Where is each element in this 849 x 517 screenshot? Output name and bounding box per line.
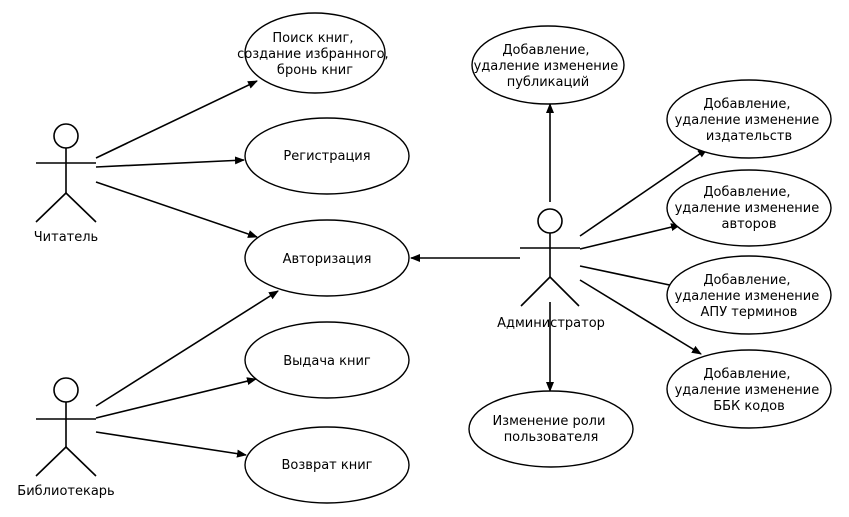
actor-librarian: Библиотекарь [17,377,115,499]
usecase-bbk-label: Добавление, удаление изменение ББК кодов [675,367,824,414]
usecase-registration-label: Регистрация [283,149,370,164]
arrow-admin-bbk [579,279,702,355]
actor-reader-label: Читатель [34,230,98,245]
arrow-reader-search [95,80,258,159]
usecase-role-label: Изменение роли пользователя [492,414,609,445]
actor-reader-head [53,123,79,149]
arrow-reader-authorization [95,181,258,238]
associations [95,80,708,458]
actor-reader: Читатель [34,123,98,245]
usecase-issue: Выдача книг [244,321,410,399]
arrow-librarian-authorization [95,290,279,407]
arrow-admin-authors [579,223,681,250]
usecase-authorization-label: Авторизация [283,252,372,267]
actor-admin-head [537,208,563,234]
arrow-librarian-return [95,431,247,458]
actor-admin-label: Администратор [497,316,605,331]
usecase-publishers: Добавление, удаление изменение издательс… [666,79,832,159]
usecase-registration: Регистрация [244,117,410,195]
usecase-bbk: Добавление, удаление изменение ББК кодов [666,349,832,429]
usecase-return-label: Возврат книг [282,458,373,473]
arrow-admin-apu [579,265,680,290]
usecase-authorization: Авторизация [244,219,410,297]
arrow-admin-publishers [579,148,708,237]
usecase-publications-label: Добавление, удаление изменение публикаци… [474,43,623,90]
actor-librarian-label: Библиотекарь [17,484,114,499]
usecase-role: Изменение роли пользователя [468,390,634,468]
usecase-publishers-label: Добавление, удаление изменение издательс… [675,97,824,144]
usecase-authors-label: Добавление, удаление изменение авторов [675,185,824,232]
actor-admin: Администратор [497,208,605,331]
usecase-apu: Добавление, удаление изменение АПУ терми… [666,255,832,335]
usecase-authors: Добавление, удаление изменение авторов [666,169,832,247]
arrow-reader-registration [95,156,245,168]
usecase-publications: Добавление, удаление изменение публикаци… [471,25,625,105]
usecase-apu-label: Добавление, удаление изменение АПУ терми… [675,273,824,320]
arrow-librarian-issue [95,377,257,419]
usecase-search-label: Поиск книг, создание избранного, бронь к… [237,31,393,78]
usecase-return: Возврат книг [244,426,410,504]
actor-librarian-head [53,377,79,403]
usecase-issue-label: Выдача книг [283,354,371,369]
usecase-search: Поиск книг, создание избранного, бронь к… [237,12,393,94]
